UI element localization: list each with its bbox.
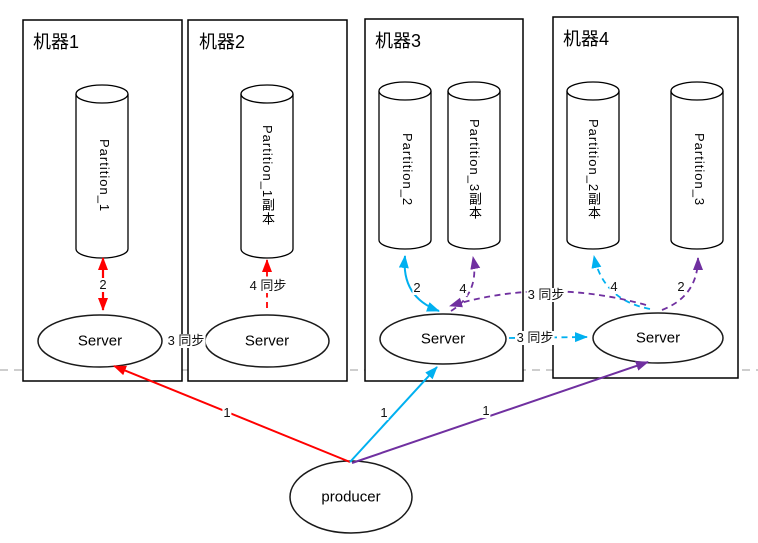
partition3-replica-cylinder [447,81,501,250]
arrow-step1-producer-to-server1 [113,365,351,463]
partition2-cylinder [378,81,432,250]
partition2-replica-cylinder [566,81,620,250]
machine4-title: 机器4 [563,29,610,49]
step4-cyan-label: 4 [609,279,619,294]
partition1-replica-label: Partition_1副本 [260,124,275,227]
step2-cyan-label: 2 [412,280,422,295]
step1-red-label: 1 [222,405,232,420]
arrow-step1-producer-to-server3 [349,366,438,463]
server4-ellipse [592,312,724,364]
partition1-cylinder [75,84,129,259]
arrow-step3-sync-server4-to-server3 [449,290,647,308]
sync3-red-label: 3 同步 [166,333,206,348]
step1-purple-label: 1 [481,403,491,418]
machine3-title: 机器3 [375,31,422,51]
server1-ellipse [37,314,163,368]
partition1-label: Partition_1 [97,138,112,213]
server1-label: Server [77,332,123,350]
server4-label: Server [635,329,681,347]
arrow-step1-producer-to-server4 [351,361,649,464]
server3-ellipse [379,313,507,365]
partition2-replica-label: Partition_2副本 [586,119,601,221]
partition3-cylinder [670,81,724,250]
step2-purple-label: 2 [676,279,686,294]
partition1-replica-cylinder [240,84,294,259]
producer-label: producer [321,488,381,506]
partition3-label: Partition_3 [692,133,707,207]
partition3-replica-label: Partition_3副本 [467,119,482,221]
step1-cyan-label: 1 [379,405,389,420]
arrow-step2-server3-partition2 [398,255,440,312]
arrow-step2-server4-partition3 [661,257,703,311]
step2-red-label: 2 [98,277,108,292]
server3-label: Server [420,330,466,348]
sync4-red-label: 4 同步 [248,278,288,293]
arrow-step4-sync-server3-to-replica3 [450,256,481,312]
server2-label: Server [244,332,290,350]
machine2-title: 机器2 [199,32,246,52]
step4-purple-label: 4 [458,281,468,296]
sync3-purple-label: 3 同步 [526,287,566,302]
sync3-cyan-label: 3 同步 [515,330,555,345]
machine1-title: 机器1 [33,32,80,52]
partition2-label: Partition_2 [400,133,415,207]
